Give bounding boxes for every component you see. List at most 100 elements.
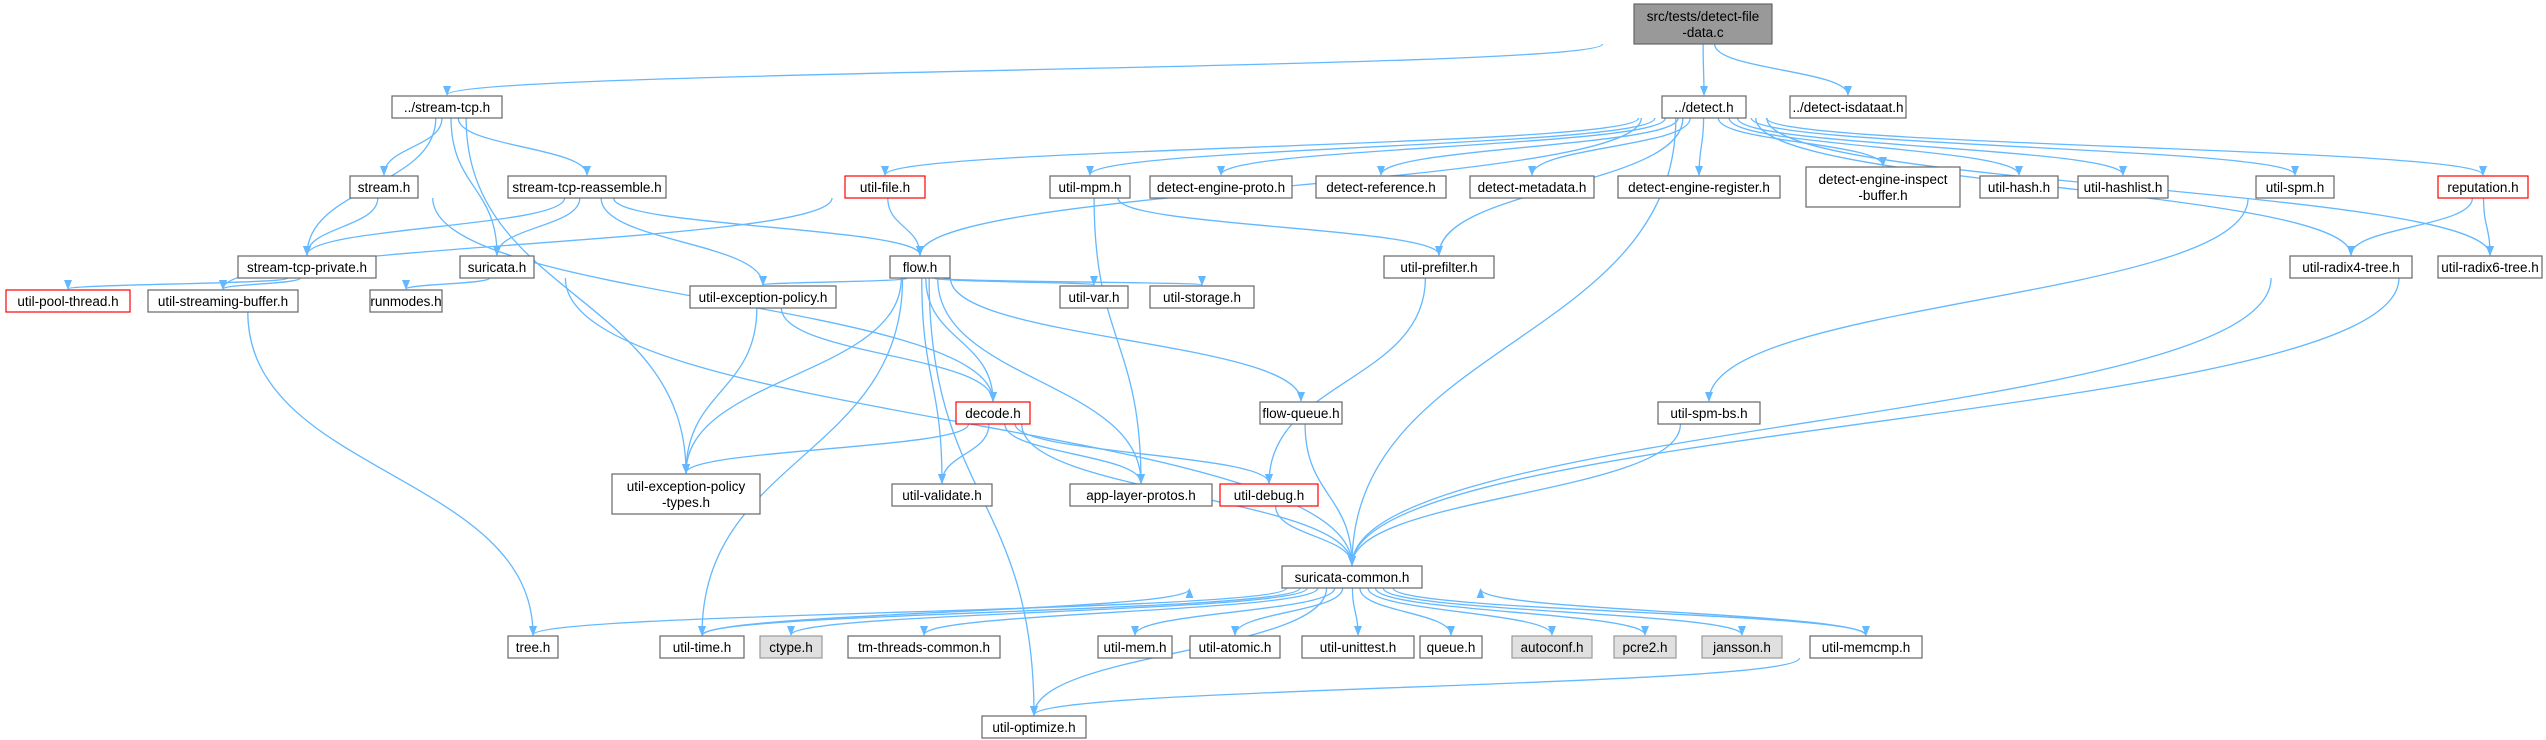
node-box: [507, 635, 559, 659]
node-runmodes[interactable]: runmodes.h: [369, 289, 443, 313]
node-util-unittest[interactable]: util-unittest.h: [1301, 635, 1415, 659]
node-root[interactable]: src/tests/detect-file-data.c: [1633, 3, 1773, 45]
node-suricata-common[interactable]: suricata-common.h: [1281, 565, 1423, 589]
node-util-prefilter[interactable]: util-prefilter.h: [1383, 255, 1495, 279]
node-d-metadata[interactable]: detect-metadata.h: [1469, 175, 1595, 199]
edge-suricata-common-to-util-time: [698, 587, 1301, 636]
node-de-inspect[interactable]: detect-engine-inspect-buffer.h: [1805, 166, 1961, 208]
node-box: [1281, 565, 1423, 589]
edge-stream-tcp-h-to-stream-h: [380, 117, 443, 176]
node-decode-h[interactable]: decode.h: [955, 401, 1031, 425]
node-box: [1419, 635, 1483, 659]
node-label: pcre2.h: [1622, 640, 1667, 655]
node-label: -types.h: [662, 495, 710, 510]
node-label: src/tests/detect-file: [1647, 9, 1760, 24]
node-util-radix6[interactable]: util-radix6-tree.h: [2437, 255, 2543, 279]
node-util-mem[interactable]: util-mem.h: [1097, 635, 1173, 659]
node-de-register[interactable]: detect-engine-register.h: [1617, 175, 1781, 199]
node-label: util-radix4-tree.h: [2302, 260, 2400, 275]
edge-detect-h-to-suricata-common: [1348, 117, 1677, 566]
node-stream-h[interactable]: stream.h: [349, 175, 419, 199]
node-box: [1149, 175, 1293, 199]
node-d-reference[interactable]: detect-reference.h: [1315, 175, 1447, 199]
node-label: ../stream-tcp.h: [404, 100, 490, 115]
node-util-storage[interactable]: util-storage.h: [1149, 285, 1255, 309]
node-util-hashlist[interactable]: util-hashlist.h: [2077, 175, 2169, 199]
node-label: -data.c: [1682, 25, 1724, 40]
node-flow-h[interactable]: flow.h: [889, 255, 951, 279]
node-util-debug[interactable]: util-debug.h: [1219, 483, 1319, 507]
node-label: ../detect.h: [1674, 100, 1733, 115]
node-box: [1383, 255, 1495, 279]
node-reputation[interactable]: reputation.h: [2437, 175, 2529, 199]
node-box: [1301, 635, 1415, 659]
node-detect-isdataat[interactable]: ../detect-isdataat.h: [1789, 95, 1907, 119]
edge-util-file-to-flow-h: [887, 197, 924, 256]
node-label: util-hashlist.h: [2084, 180, 2163, 195]
node-box: [1149, 285, 1255, 309]
node-util-exc-types[interactable]: util-exception-policy-types.h: [611, 473, 761, 515]
node-tm-threads[interactable]: tm-threads-common.h: [847, 635, 1001, 659]
edge-flow-h-to-util-storage: [941, 275, 1206, 286]
node-util-time[interactable]: util-time.h: [659, 635, 745, 659]
node-util-validate[interactable]: util-validate.h: [891, 483, 993, 507]
node-stream-tcp-h[interactable]: ../stream-tcp.h: [391, 95, 503, 119]
node-util-optimize[interactable]: util-optimize.h: [981, 715, 1087, 739]
node-util-atomic[interactable]: util-atomic.h: [1189, 635, 1281, 659]
node-util-var[interactable]: util-var.h: [1059, 285, 1129, 309]
edge-suricata-common-to-autoconf: [1367, 587, 1556, 636]
node-label: -buffer.h: [1858, 188, 1907, 203]
node-stcp-private[interactable]: stream-tcp-private.h: [237, 255, 377, 279]
node-label: ctype.h: [769, 640, 813, 655]
node-pcre2[interactable]: pcre2.h: [1613, 635, 1677, 659]
node-box: [1661, 95, 1747, 119]
node-de-proto[interactable]: detect-engine-proto.h: [1149, 175, 1293, 199]
node-box: [844, 175, 926, 199]
node-util-file[interactable]: util-file.h: [844, 175, 926, 199]
node-detect-h[interactable]: ../detect.h: [1661, 95, 1747, 119]
node-label: util-debug.h: [1234, 488, 1305, 503]
node-label: util-spm.h: [2266, 180, 2325, 195]
node-autoconf[interactable]: autoconf.h: [1511, 635, 1593, 659]
node-label: util-mpm.h: [1058, 180, 1121, 195]
node-util-stream-buf[interactable]: util-streaming-buffer.h: [147, 289, 299, 313]
node-stcp-reassemble[interactable]: stream-tcp-reassemble.h: [507, 175, 667, 199]
node-util-hash[interactable]: util-hash.h: [1979, 175, 2059, 199]
node-util-spm-bs[interactable]: util-spm-bs.h: [1657, 401, 1761, 425]
node-suricata-h[interactable]: suricata.h: [459, 255, 535, 279]
node-box: [759, 635, 823, 659]
node-util-pool-thread[interactable]: util-pool-thread.h: [5, 289, 131, 313]
node-jansson[interactable]: jansson.h: [1701, 635, 1783, 659]
node-box: [2255, 175, 2335, 199]
node-util-exc-policy[interactable]: util-exception-policy.h: [689, 285, 837, 309]
node-label: util-radix6-tree.h: [2441, 260, 2539, 275]
node-label: util-memcmp.h: [1822, 640, 1911, 655]
edge-flow-h-to-util-exc-types: [682, 277, 902, 474]
node-queue-h[interactable]: queue.h: [1419, 635, 1483, 659]
node-label: util-pool-thread.h: [17, 294, 118, 309]
node-util-mpm[interactable]: util-mpm.h: [1049, 175, 1131, 199]
node-util-memcmp[interactable]: util-memcmp.h: [1809, 635, 1923, 659]
node-box: [2077, 175, 2169, 199]
node-flow-queue[interactable]: flow-queue.h: [1259, 401, 1343, 425]
node-app-layer-protos[interactable]: app-layer-protos.h: [1069, 483, 1213, 507]
edge-root-to-detect-h: [1699, 43, 1708, 96]
edge-flow-h-to-app-layer-protos: [937, 277, 1145, 484]
node-ctype-h[interactable]: ctype.h: [759, 635, 823, 659]
edge-suricata-common-to-util-unittest: [1351, 587, 1362, 636]
node-label: util-storage.h: [1163, 290, 1241, 305]
edge-stcp-reassemble-to-stcp-private: [303, 197, 566, 256]
node-box: [955, 401, 1031, 425]
edge-detect-h-to-util-hashlist: [1736, 117, 2127, 176]
node-tree-h[interactable]: tree.h: [507, 635, 559, 659]
node-box: [1617, 175, 1781, 199]
node-label: autoconf.h: [1520, 640, 1583, 655]
node-util-radix4[interactable]: util-radix4-tree.h: [2289, 255, 2413, 279]
edge-detect-h-to-de-register: [1695, 117, 1705, 176]
node-box: [369, 289, 443, 313]
edge-stcp-reassemble-to-suricata-h: [493, 197, 581, 256]
edge-util-exc-policy-to-util-exc-types: [682, 307, 758, 474]
node-box: [847, 635, 1001, 659]
node-util-spm[interactable]: util-spm.h: [2255, 175, 2335, 199]
node-label: util-optimize.h: [992, 720, 1075, 735]
